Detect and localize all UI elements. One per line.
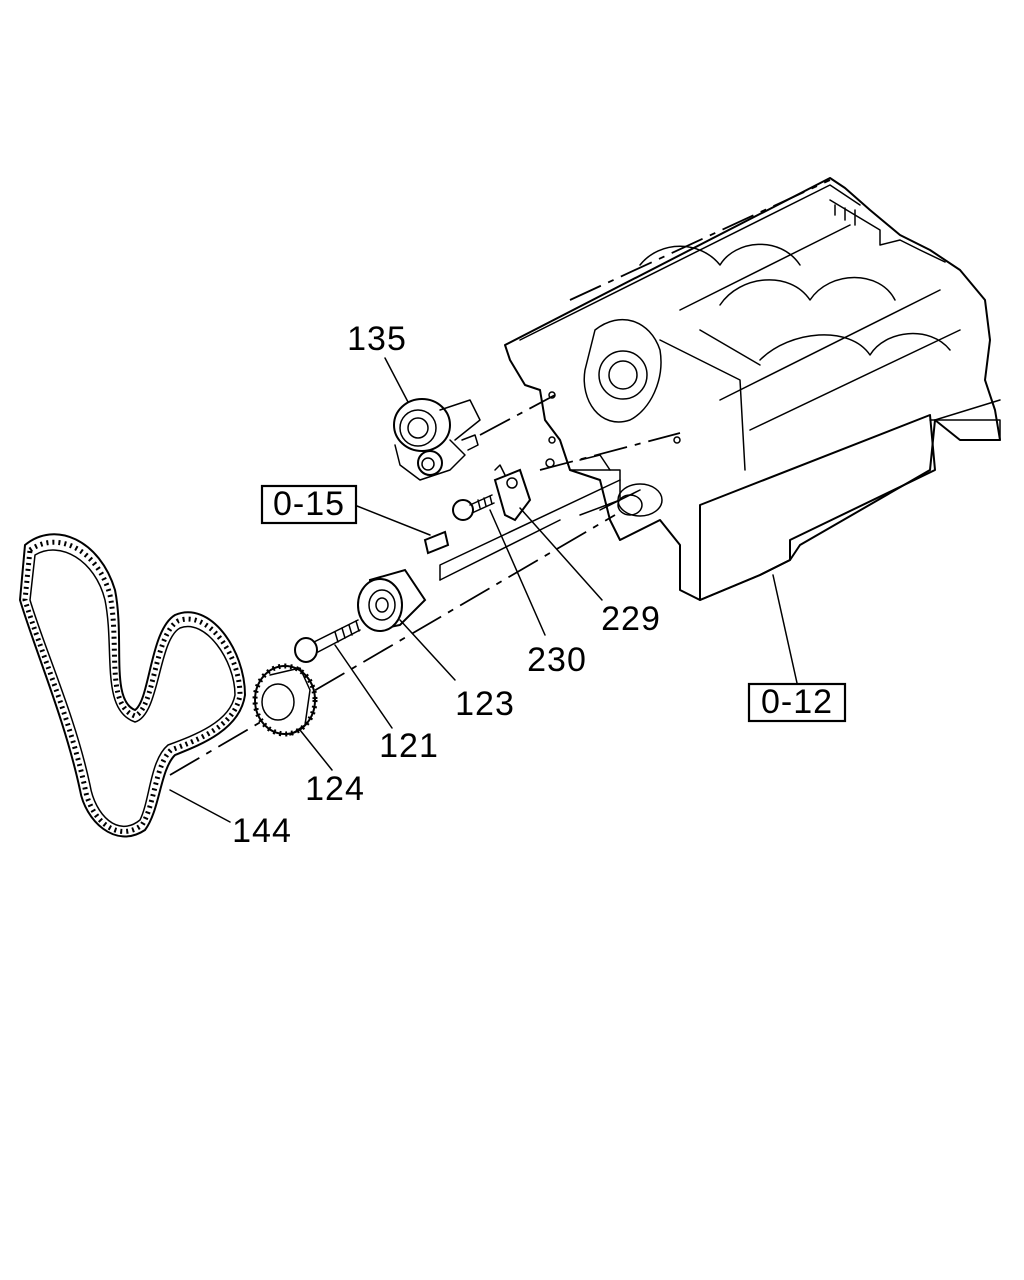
idler-pulley-123 <box>357 568 427 632</box>
engine-block <box>504 177 1001 601</box>
timing-belt-144 <box>19 533 246 838</box>
part-label-230: 230 <box>527 641 587 679</box>
part-label-135: 135 <box>347 320 407 358</box>
tensioner-bolt-230 <box>452 494 495 521</box>
part-label-121: 121 <box>379 727 439 765</box>
reference-label-0-12: 0-12 <box>761 683 833 721</box>
tensioner-pulley-135 <box>393 398 481 481</box>
pulley-bolt-121 <box>294 619 361 663</box>
reference-label-0-15: 0-15 <box>273 485 345 523</box>
part-label-124: 124 <box>305 770 365 808</box>
part-number-labels: 135 229 230 123 121 124 144 <box>232 320 661 850</box>
part-label-123: 123 <box>455 685 515 723</box>
part-label-144: 144 <box>232 812 292 850</box>
leader-lines <box>169 357 798 823</box>
crank-sprocket-124 <box>252 663 318 737</box>
part-label-229: 229 <box>601 600 661 638</box>
reference-box-0-12: 0-12 <box>747 682 847 723</box>
woodruff-key <box>423 530 450 555</box>
tensioner-adjuster-229 <box>493 464 532 522</box>
reference-box-0-15: 0-15 <box>260 484 358 525</box>
